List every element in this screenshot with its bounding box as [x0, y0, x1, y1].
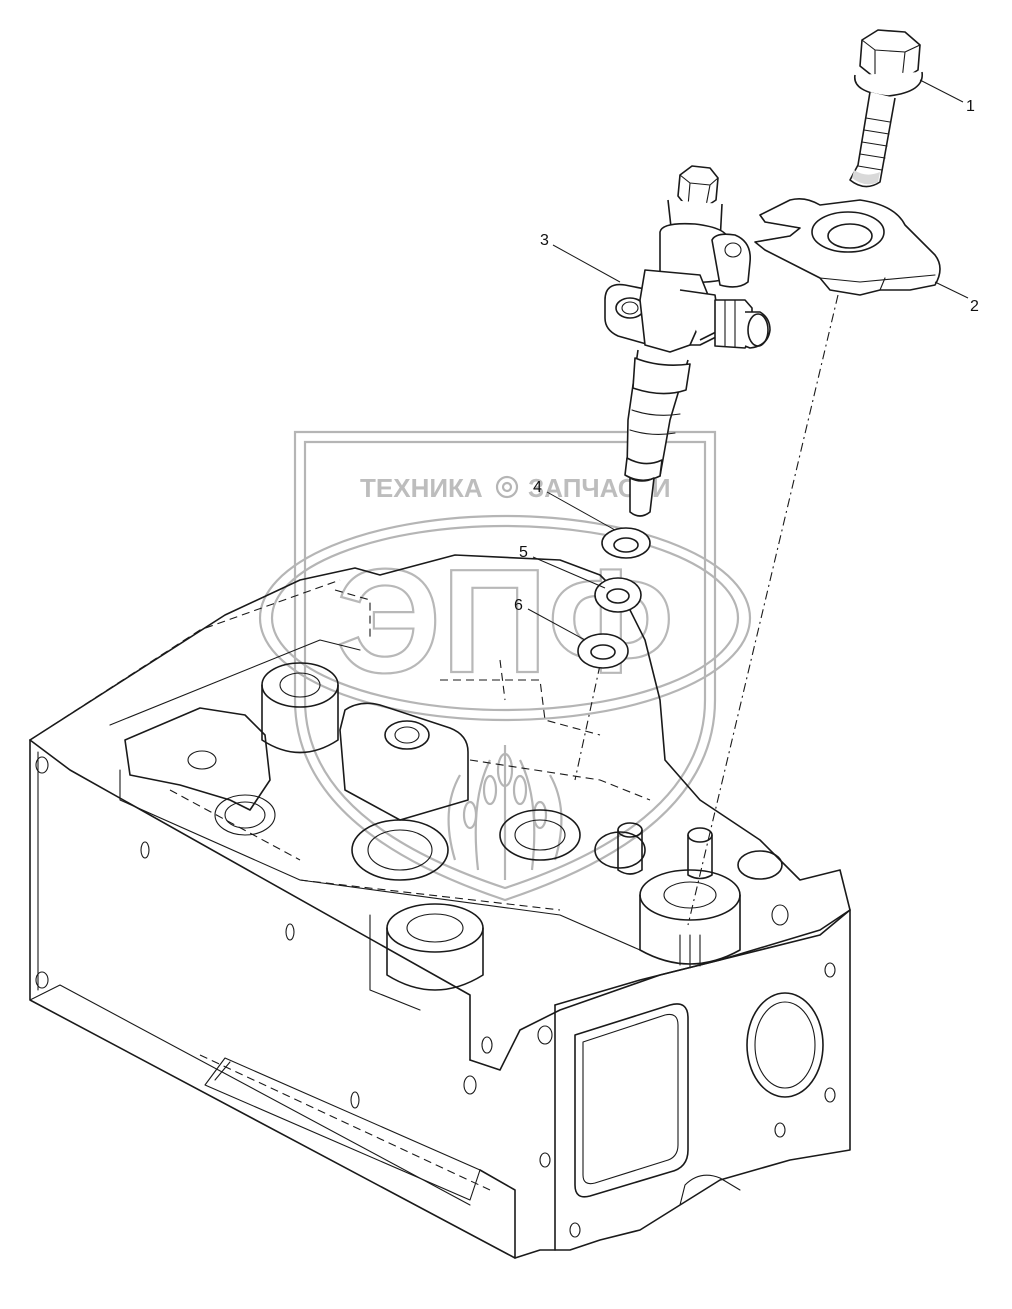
- hidden-lines: [29, 579, 651, 1191]
- callout-leaders: [527, 79, 969, 641]
- callout-1: 1: [966, 98, 975, 115]
- part-3-injector: [604, 165, 771, 517]
- watermark-logo-letters: ЭПФ: [336, 539, 674, 704]
- part-2-clamp: [754, 198, 941, 296]
- gear-icon: [495, 475, 519, 499]
- top-face-bosses: [109, 639, 783, 1011]
- part-5-washer: [594, 577, 642, 613]
- callout-2: 2: [970, 298, 979, 315]
- watermark-logo: ТЕХНИКА ЗАПЧАСТИ ЭПФ: [258, 430, 752, 902]
- part-1-bolt: [849, 29, 923, 188]
- part-6-washer: [577, 633, 629, 669]
- callout-4: 4: [533, 479, 542, 496]
- callout-3: 3: [540, 232, 549, 249]
- callout-labels: 1 2 3 4 5 6: [514, 98, 979, 614]
- callout-6: 6: [514, 597, 523, 614]
- part-4-washer: [601, 527, 651, 559]
- cylinder-head: [29, 554, 851, 1259]
- watermark-left-word: ТЕХНИКА: [360, 473, 483, 503]
- assembly-axis-lines: [574, 294, 839, 926]
- callout-5: 5: [519, 544, 528, 561]
